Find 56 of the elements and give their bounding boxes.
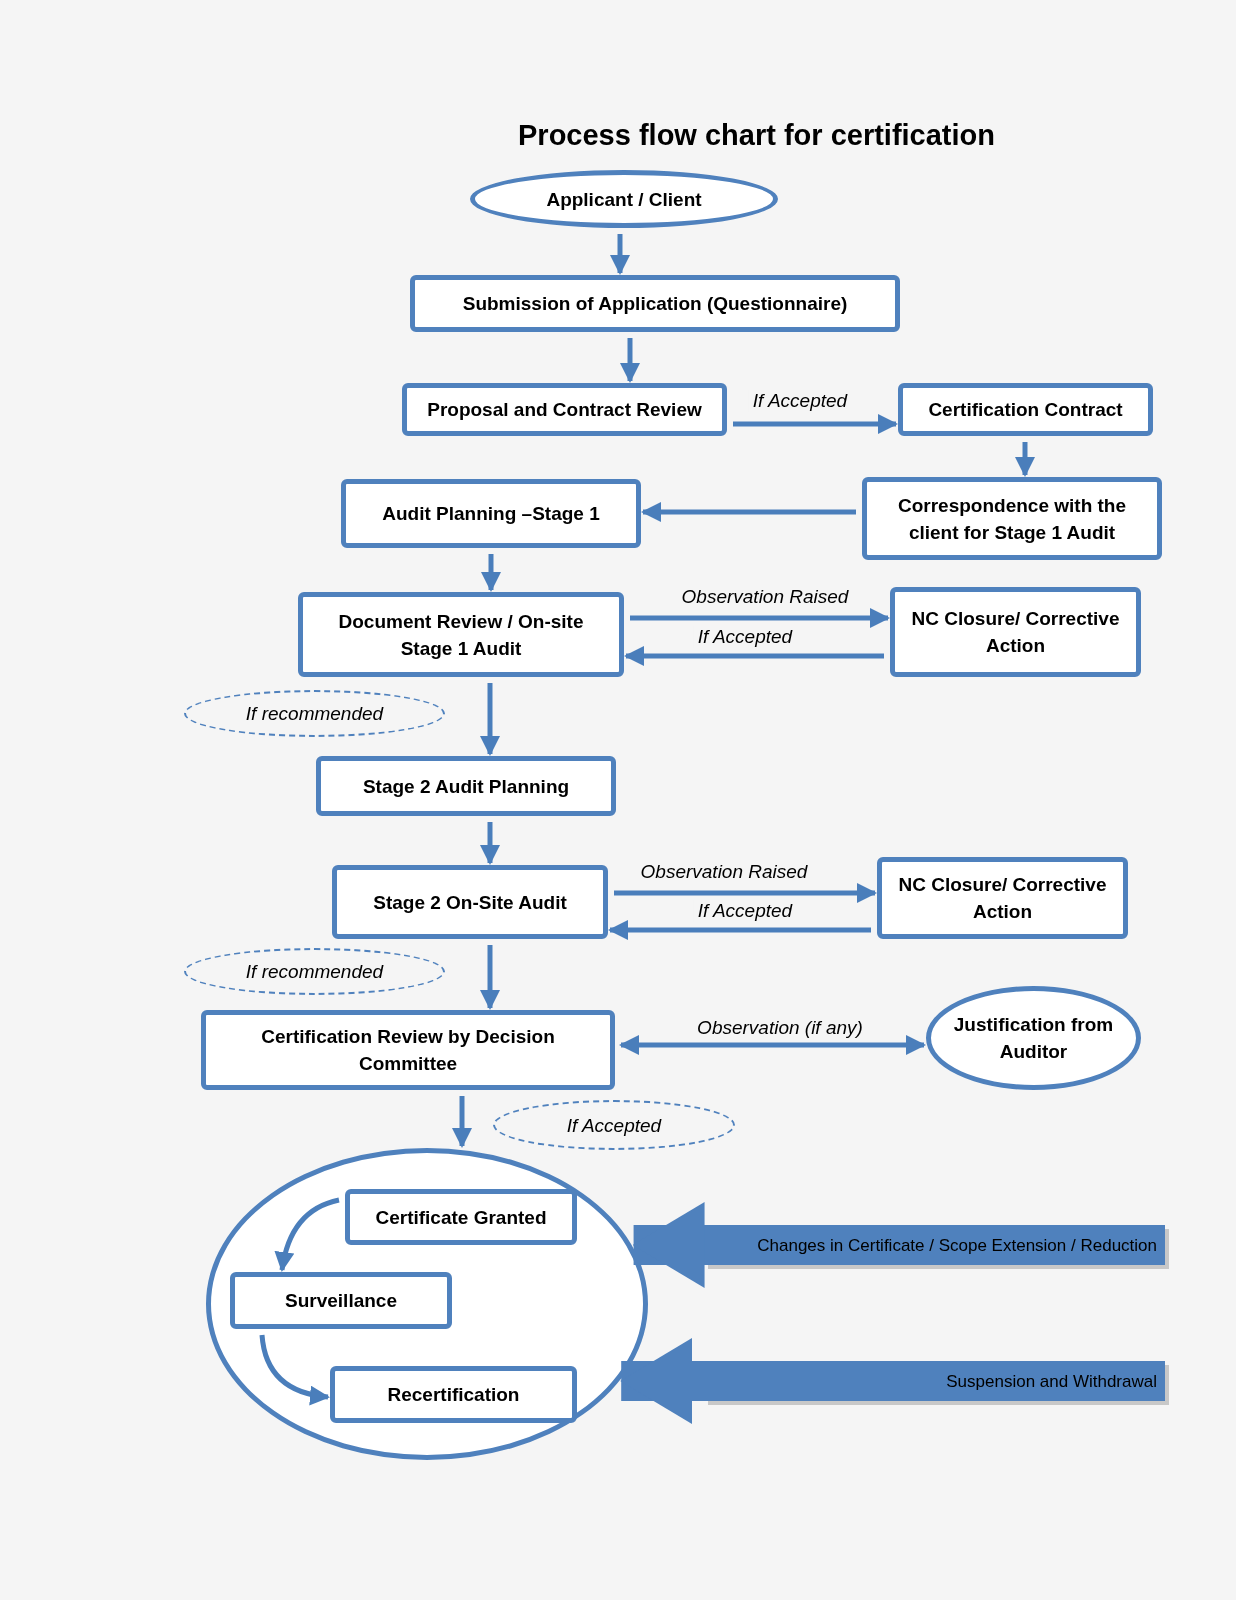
process-box [890,587,1141,677]
box-text: NC Closure/ Corrective Action [910,607,1121,658]
arrow [608,920,871,940]
arrow [614,883,877,903]
box-text: Certification Review by Decision Committee [260,1025,556,1076]
condition-ellipse [184,948,445,995]
process-box [877,857,1128,939]
box-text: Surveillance [285,1289,397,1313]
box-text: Proposal and Contract Review [427,398,702,422]
arrow [641,502,856,522]
process-box [201,1010,615,1090]
arrow [481,554,501,592]
arrow [620,338,640,383]
box-text: Recertification [387,1383,520,1407]
arrow [259,1334,330,1405]
title: Process flow chart for certification [518,118,995,153]
arrow [610,234,630,275]
box-text: Stage 2 Audit Planning [362,774,570,799]
box-text: Stage 2 On-Site Audit [373,890,567,915]
box-text: If recommended [245,960,384,984]
arrow [1015,442,1035,477]
box-text: NC Closure/ Corrective Action [897,873,1108,924]
box-text: Applicant / Client [546,187,702,212]
large-arrow [620,1338,704,1424]
box-text: Suspension and Withdrawal [946,1370,1157,1393]
process-box [410,275,900,332]
arrow [480,945,500,1010]
process-box [345,1189,577,1245]
arrow [480,822,500,865]
box-text: Submission of Application (Questionnaire) [462,292,848,316]
arrow [624,646,884,666]
arrow [619,1035,926,1055]
box-text: If recommended [245,702,384,726]
box-text: Justification from Auditor [952,1013,1115,1064]
arrow [275,1197,340,1272]
process-box [298,592,624,677]
process-box [330,1366,577,1423]
box-text: Audit Planning –Stage 1 [382,502,600,526]
arrow [733,414,898,434]
box-text: Certificate Granted [375,1205,547,1230]
box-text: Changes in Certificate / Scope Extension / Reduction [757,1234,1157,1257]
process-box [898,383,1153,436]
condition-ellipse [184,690,445,737]
box-text: Document Review / On-site Stage 1 Audit [337,609,585,661]
box-text: Certification Contract [928,398,1123,422]
process-box [862,477,1162,560]
box-text: If Accepted [566,1113,662,1138]
condition-ellipse [493,1100,735,1150]
process-box [316,756,616,816]
arrow [480,683,500,756]
process-box [402,383,727,436]
process-box [341,479,641,548]
process-box [332,865,608,939]
box-text: Correspondence with the client for Stage 1 Audit [897,493,1127,545]
arrow [452,1096,472,1148]
process-box [230,1272,452,1329]
